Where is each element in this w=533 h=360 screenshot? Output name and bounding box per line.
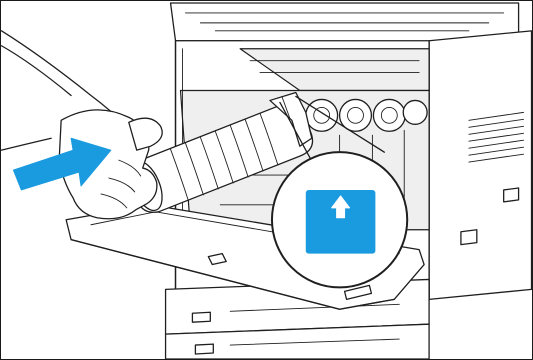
magnified-callout bbox=[272, 152, 407, 287]
hand bbox=[1, 31, 162, 219]
